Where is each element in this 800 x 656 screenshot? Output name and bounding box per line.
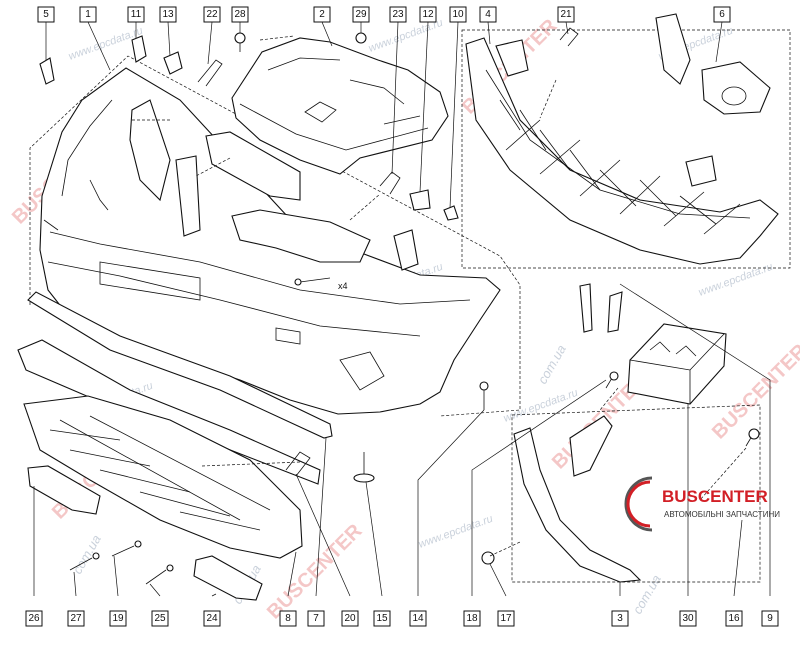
side-bracket-left [129,99,171,202]
brand-logo: BUSCENTER АВТОМОБІЛЬНІ ЗАПЧАСТИНИ [624,476,780,532]
callout-label: 19 [112,613,124,624]
clip-5 [39,57,55,85]
wire-22 [197,59,223,87]
side-bracket-upper [569,415,613,477]
seal-strip-a [579,283,593,333]
callout-label: 27 [70,613,82,624]
clip-17 [481,551,495,565]
strip-24 [193,555,263,601]
screw-28 [234,32,246,44]
logo-name: BUSCENTER [662,487,768,506]
bolt-15 [353,473,375,483]
wire-20 [285,451,311,477]
callout-label: 24 [206,613,218,624]
watermark-site: www.epcdata.ru [417,513,495,551]
clip-10 [443,205,459,221]
callout-label: 29 [355,9,367,20]
callout-label: 1 [85,9,91,20]
grille-group-frame [461,29,791,269]
callout-label: 11 [131,9,142,20]
quantity-note: x4 [338,281,348,291]
pin-19 [111,545,135,557]
side-clip-right [393,229,419,271]
grille-clip [495,39,529,77]
pin-27 [69,557,93,571]
callout-label: 4 [485,9,491,20]
rivet-x4 [299,277,331,283]
callout-label: 3 [617,613,623,624]
callout-label: 8 [285,613,291,624]
callout-label: 18 [466,613,478,624]
callout-label: 30 [682,613,694,624]
strip-26 [27,465,101,515]
bolt-14 [479,381,489,391]
callout-label: 21 [560,9,572,20]
center-bracket [231,209,371,263]
callouts-bottom: 26 27 19 25 24 8 7 20 15 14 18 17 3 30 1… [25,610,779,627]
logo-tagline: АВТОМОБІЛЬНІ ЗАПЧАСТИНИ [664,510,780,519]
screw-18 [605,377,613,389]
callout-label: 16 [728,613,740,624]
watermark-domain: com.ua [535,342,569,386]
callout-label: 9 [767,613,773,624]
clip-11 [131,35,147,63]
rail-bracket [205,131,301,201]
callout-label: 15 [376,613,388,624]
bumper-group-frame [29,55,521,417]
wire-23 [379,171,401,195]
side-bracket-left-2 [175,155,201,237]
grille-parts [465,13,779,265]
small-parts [39,32,760,585]
callout-label: 17 [500,613,512,624]
lower-trim-parts [17,291,333,601]
seal-strip-b [607,291,623,333]
clip-12 [409,189,431,211]
leader-lines [33,21,771,597]
grille-clip-2 [685,155,717,187]
spoiler-strip-8 [17,339,321,485]
callout-label: 10 [452,9,464,20]
clip-kit-box [627,323,727,405]
group-frames [29,29,791,583]
callout-label: 23 [392,9,404,20]
callout-label: 5 [43,9,49,20]
callout-label: 25 [154,613,166,624]
callout-label: 12 [422,9,434,20]
front-grille [465,37,779,265]
callouts-top: 5 1 11 13 22 28 2 29 23 12 10 4 21 6 [37,6,731,23]
nut-29 [355,32,367,44]
logo-arc-icon [624,476,653,532]
callout-label: 13 [162,9,174,20]
callout-label: 20 [344,613,356,624]
callout-label: 26 [28,613,40,624]
upper-cover-part [231,37,449,175]
callout-label: 6 [719,9,725,20]
fog-lamp-recess [339,351,385,391]
wire-21 [559,27,579,47]
clip-13 [163,51,183,75]
callout-label: 14 [412,613,424,624]
callout-label: 22 [206,9,218,20]
license-plate-recess [99,261,201,301]
side-bracket-3 [513,427,642,583]
fog-surround [701,61,771,115]
watermark-site: www.epcdata.ru [697,261,775,299]
bracket-parts [513,283,727,583]
callout-label: 28 [234,9,246,20]
callout-label: 2 [319,9,325,20]
pin-25 [145,569,167,585]
fog-bracket [655,13,691,85]
callout-label: 7 [313,613,319,624]
bracket-group-frame [511,404,761,583]
spoiler-lip-7 [27,291,333,439]
